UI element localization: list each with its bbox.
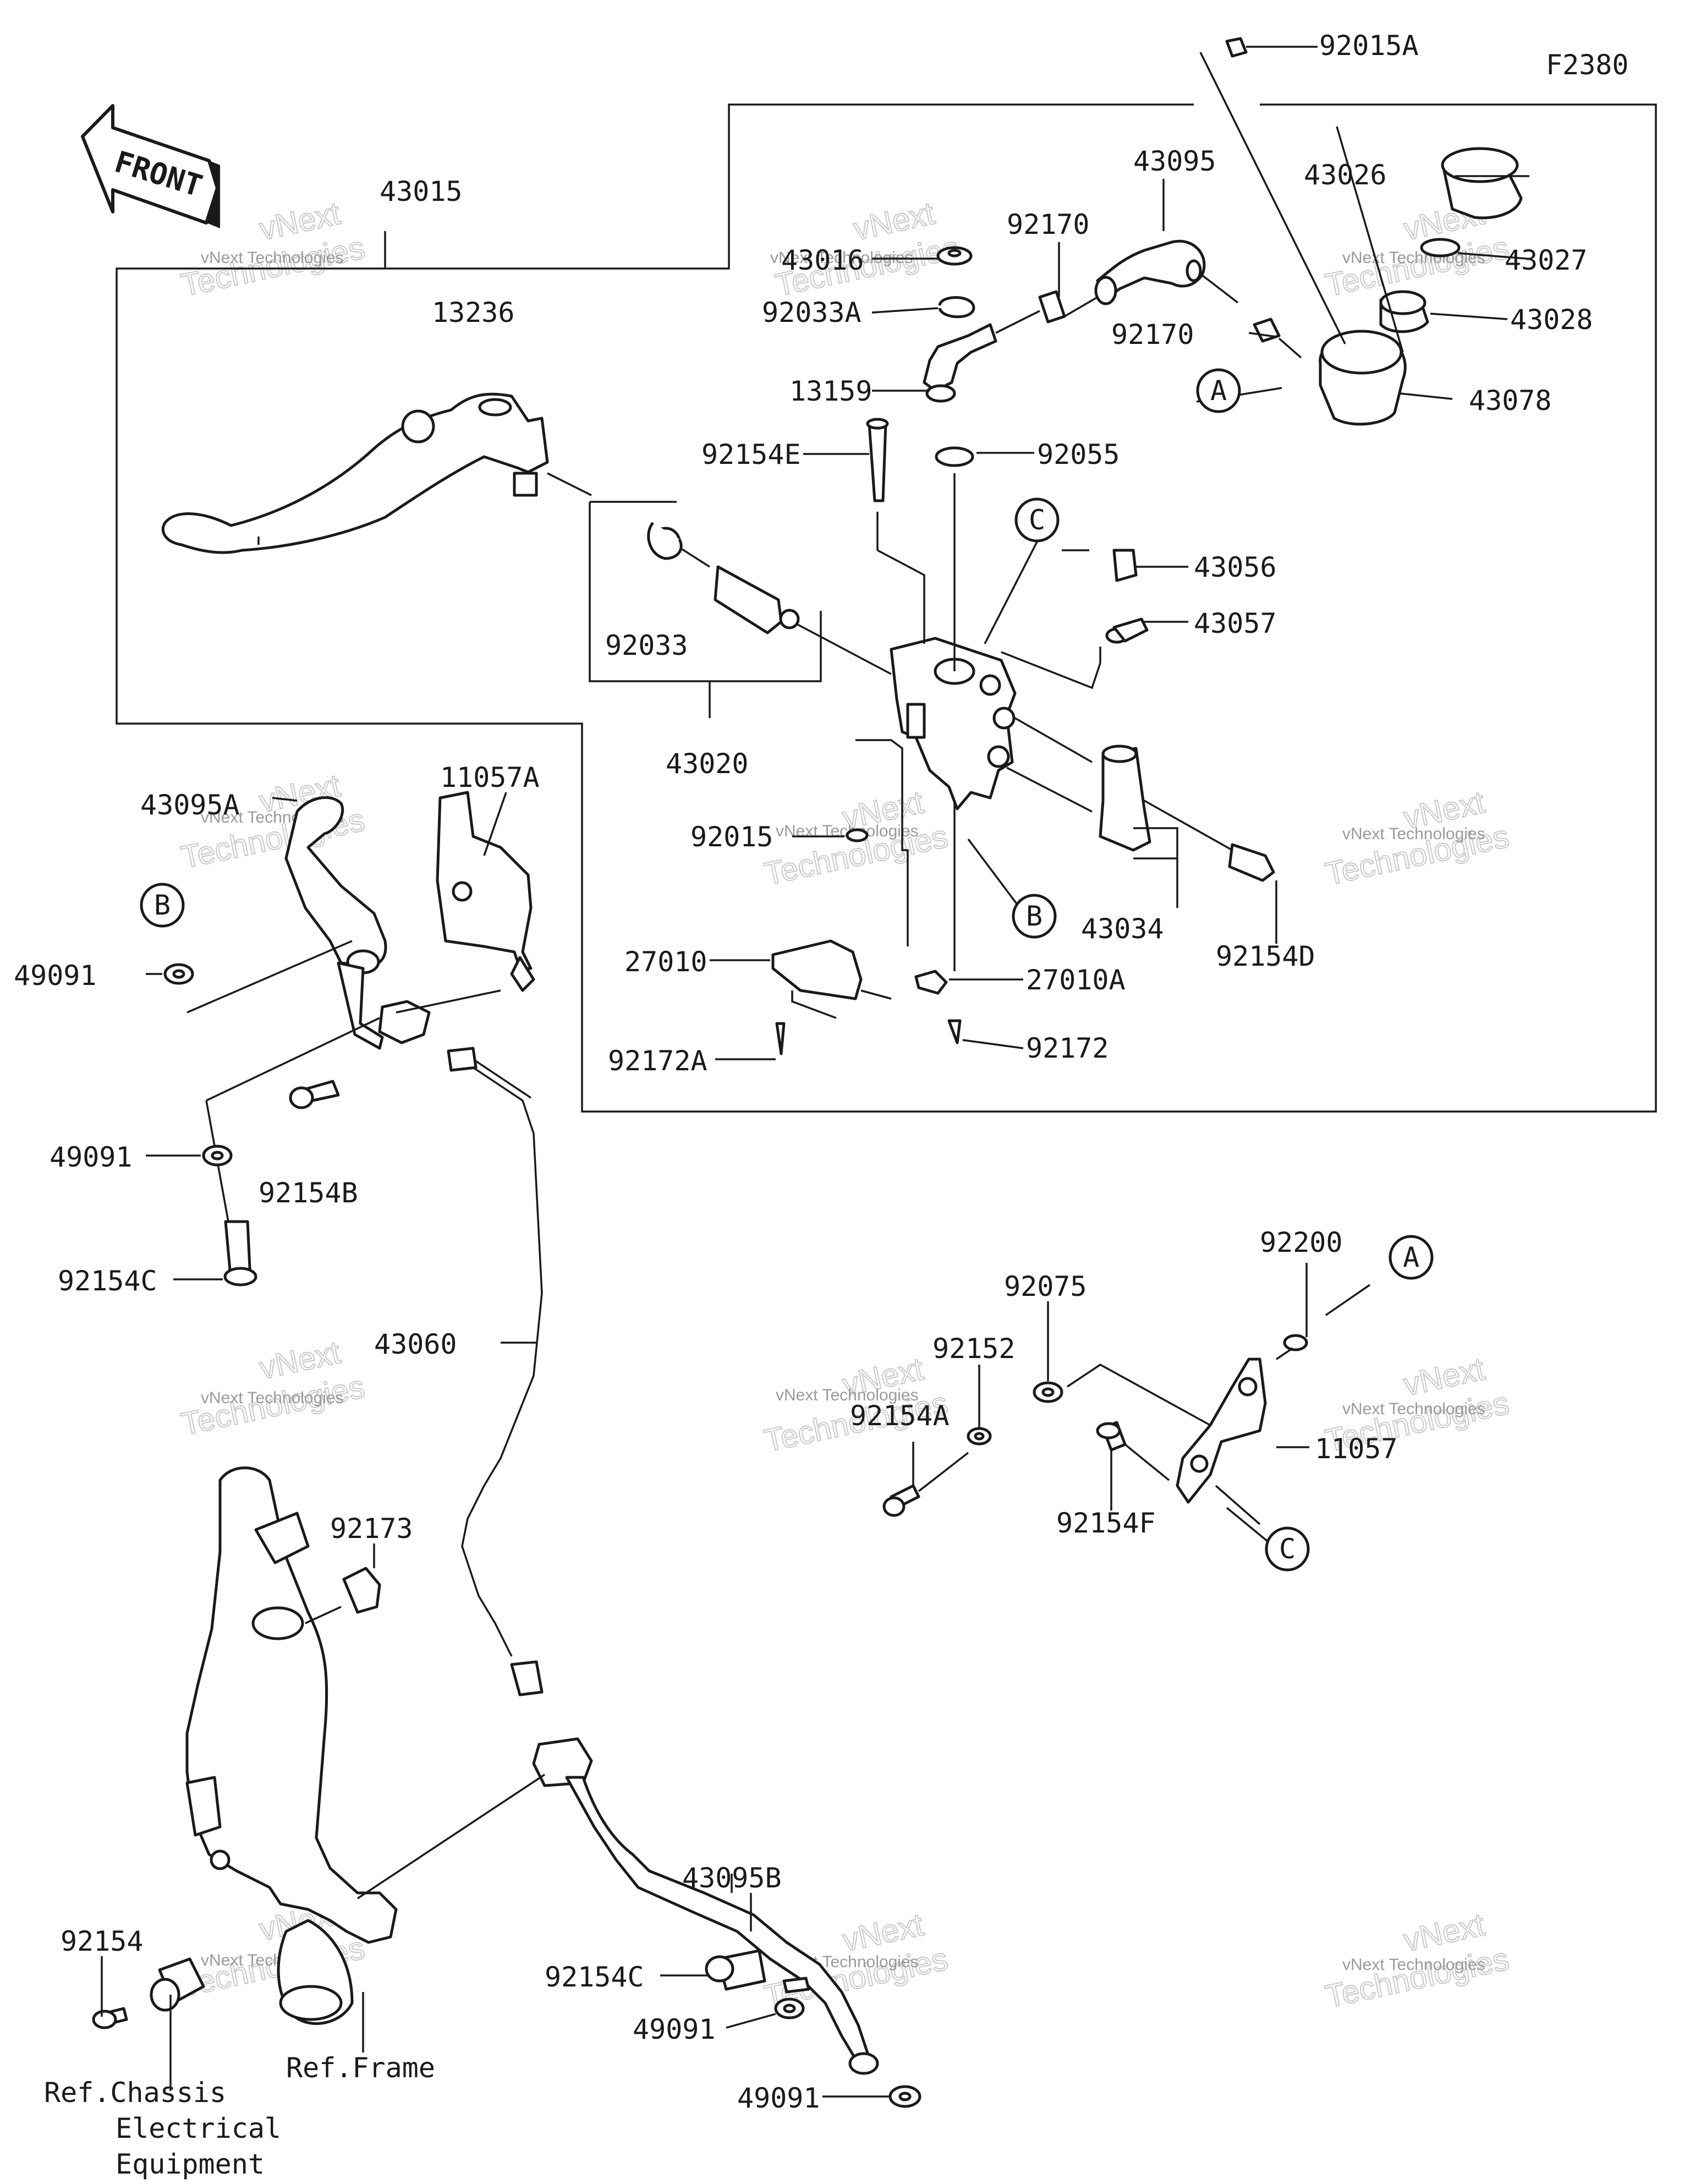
assembly-outline-43020 [589, 501, 822, 718]
part-label: 92170 [1111, 319, 1194, 351]
clip-92173 [305, 1543, 381, 1624]
callout-label: B [154, 889, 171, 921]
part-label: 92154 [61, 1925, 144, 1957]
watermark-small: vNext Technologies [201, 1389, 344, 1407]
callout-label: A [1403, 1241, 1419, 1273]
ref-chassis-label: Ref.Chassis [44, 2077, 226, 2109]
front-arrow-icon: FRONT [81, 104, 220, 228]
callout-B-top: B [1012, 894, 1057, 939]
upper-hose-43095A [186, 791, 535, 1222]
chassis-connector [92, 1956, 205, 2091]
ref-frame-label: Ref.Frame [286, 2052, 435, 2084]
callout-label: B [1026, 900, 1042, 932]
watermark-small: vNext Technologies [1342, 1400, 1485, 1418]
clutch-lever [161, 392, 549, 554]
part-label: 43016 [781, 244, 864, 276]
leader-lines [146, 46, 1529, 2098]
watermark-small: vNext Technologies [1342, 825, 1485, 843]
part-label: 92015 [690, 821, 773, 853]
watermark-small: vNext Technologies [1342, 249, 1485, 267]
part-label: 11057A [440, 762, 540, 793]
fluid-reservoir [1199, 37, 1523, 426]
part-label: 43027 [1505, 244, 1588, 276]
part-label: 92152 [932, 1333, 1016, 1365]
part-label: 92173 [330, 1513, 413, 1545]
part-label: 92154F [1056, 1507, 1156, 1539]
part-label: 92154D [1216, 940, 1315, 972]
part-label: 43057 [1194, 607, 1277, 639]
callout-label: C [1029, 504, 1045, 536]
part-label: 27010 [624, 946, 707, 978]
callout-B-left: B [140, 883, 185, 928]
part-label: 92055 [1037, 439, 1120, 470]
part-label: 92172A [608, 1045, 707, 1077]
part-label: 43034 [1081, 913, 1164, 945]
part-label: 49091 [50, 1141, 133, 1173]
assembly-outline-43015 [116, 103, 1657, 1113]
part-label: 92075 [1004, 1271, 1087, 1302]
callout-A-top: A [1196, 368, 1241, 413]
part-label: 92154C [545, 1961, 644, 1993]
part-label: 92033A [762, 297, 862, 329]
part-label: 92015A [1319, 30, 1419, 62]
ref-chassis-label: Electrical [116, 2112, 281, 2144]
reservoir-hose [923, 239, 1302, 403]
part-label: 43078 [1469, 385, 1552, 417]
lower-hose-43095B [565, 1776, 921, 2108]
figure-code: F2380 [1546, 49, 1629, 81]
part-label: 43060 [374, 1328, 457, 1360]
left-washers-bolts [163, 963, 340, 1287]
part-label: 27010A [1026, 964, 1126, 996]
part-label: 92154A [850, 1400, 950, 1432]
master-piston-assembly [547, 472, 892, 675]
reference-labels: Ref.Frame Ref.Chassis Electrical Equipme… [44, 2052, 435, 2180]
part-label: 49091 [14, 960, 97, 992]
watermark-small: vNext Technologies [776, 1386, 919, 1404]
part-label: 11057 [1315, 1433, 1398, 1465]
part-label: 92154E [701, 439, 801, 470]
part-label: 92200 [1260, 1227, 1343, 1258]
part-label: 92172 [1026, 1032, 1109, 1064]
clutch-line-43060 [447, 1047, 593, 1787]
part-label: 43095 [1133, 145, 1216, 177]
washers-group [647, 246, 975, 560]
bracket-11057 [882, 1334, 1308, 1525]
callout-label: A [1210, 375, 1227, 407]
part-label: 92154C [58, 1265, 157, 1297]
watermark-small: vNext Technologies [201, 249, 344, 267]
handlebar-clamp [1006, 717, 1275, 882]
part-label: 43056 [1194, 551, 1277, 583]
part-label: 92033 [605, 630, 688, 661]
part-label: 43026 [1304, 159, 1387, 191]
watermark-small: vNext Technologies [1342, 1956, 1485, 1974]
part-label: 43095B [682, 1862, 782, 1894]
callout-C-top: C [1014, 497, 1060, 543]
part-label: 49091 [633, 2013, 716, 2045]
part-label: 43028 [1510, 304, 1593, 336]
part-label: 92170 [1007, 209, 1090, 240]
part-label: 49091 [737, 2082, 820, 2114]
callout-C-bottom: C [1265, 1526, 1310, 1572]
part-label: 13236 [432, 297, 515, 329]
master-cylinder-body [876, 473, 1017, 971]
part-label: 92154B [259, 1177, 358, 1209]
callout-A-bottom: A [1389, 1235, 1434, 1280]
ref-chassis-label: Equipment [116, 2148, 265, 2180]
clutch-switch [771, 739, 962, 1055]
callout-label: C [1279, 1533, 1296, 1565]
frame [185, 1466, 545, 2052]
part-labels: 92015A 43015 43095 43026 43016 92170 430… [14, 30, 1593, 2114]
part-label: 43020 [666, 748, 749, 780]
bleeder-valve [1001, 549, 1149, 689]
part-label: 13159 [789, 375, 873, 407]
part-label: 43095A [140, 789, 240, 821]
part-label: 43015 [380, 176, 463, 207]
